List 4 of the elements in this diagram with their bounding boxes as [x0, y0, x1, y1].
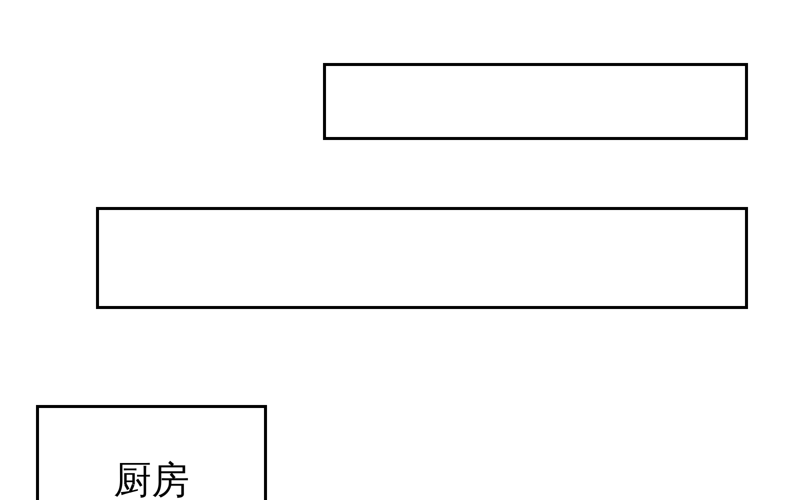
- room-label: 厨房: [114, 458, 190, 500]
- rectangle-box: [96, 207, 748, 309]
- room-box: [36, 405, 267, 500]
- rectangle-box: [323, 63, 748, 140]
